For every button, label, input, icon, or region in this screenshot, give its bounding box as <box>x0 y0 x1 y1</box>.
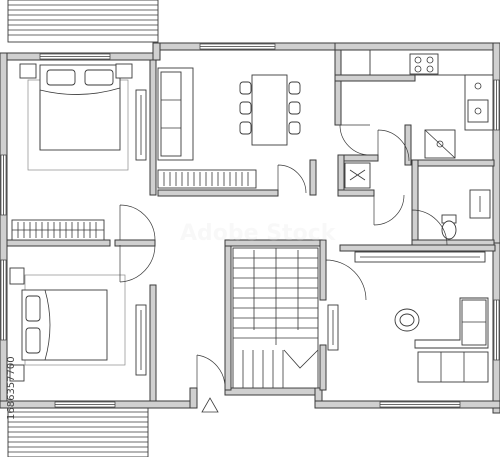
sofa-top <box>157 67 194 161</box>
staircase <box>232 247 319 389</box>
interior-walls <box>6 49 496 402</box>
wardrobe <box>11 219 105 241</box>
windows <box>0 43 500 408</box>
stock-watermark: Adobe Stock 1686357700 <box>6 221 337 420</box>
nightstand-bottom-2 <box>9 364 25 382</box>
armchair <box>394 308 420 332</box>
nightstand-right-1 <box>115 63 133 79</box>
bedroom-1 <box>19 63 147 171</box>
dining-table <box>239 74 301 146</box>
kitchen <box>369 49 494 131</box>
nightstand-left-1 <box>19 63 37 79</box>
bathroom <box>344 129 491 240</box>
watermark-logo: Adobe Stock <box>180 221 337 246</box>
utility-cabinet <box>344 162 371 189</box>
toilet <box>441 214 457 240</box>
sink <box>467 99 489 123</box>
bottom-terrace <box>7 406 149 457</box>
top-terrace <box>7 0 159 43</box>
corner-sofa <box>414 297 489 383</box>
double-bed-1 <box>39 64 121 151</box>
bedroom-2 <box>9 267 147 382</box>
shower <box>424 129 456 159</box>
nightstand-top-2 <box>9 267 25 285</box>
living-dining-area <box>157 67 301 189</box>
double-bed-2 <box>21 289 108 361</box>
stove <box>409 53 439 75</box>
washbasin <box>469 189 491 219</box>
living-room <box>327 251 489 383</box>
doors <box>119 124 448 413</box>
shelving-unit <box>157 169 257 189</box>
watermark-stock-id: 1686357700 <box>6 356 17 420</box>
